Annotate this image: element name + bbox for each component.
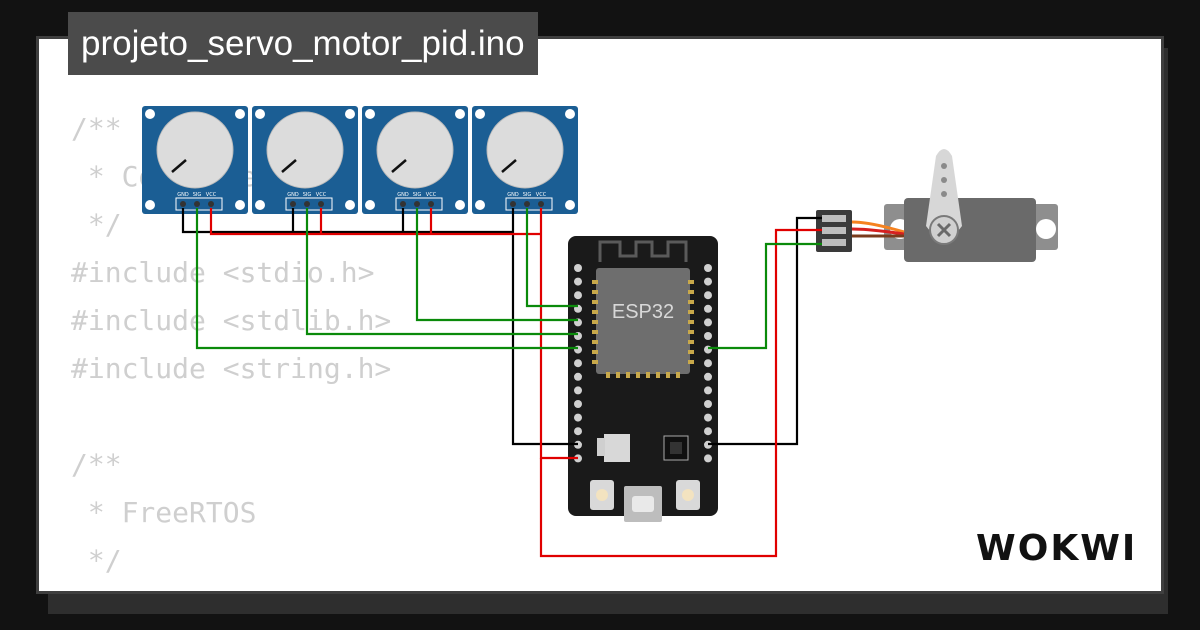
header-pin[interactable]	[574, 277, 582, 286]
wires	[181, 208, 822, 558]
header-pin[interactable]	[704, 332, 712, 340]
pot-pin-label: GND	[177, 192, 189, 198]
pot-pin-label: SIG	[523, 192, 532, 198]
close-icon	[936, 222, 952, 238]
voltage-regulator	[604, 434, 630, 462]
pot-pin-label: SIG	[413, 192, 422, 198]
header-pins	[574, 264, 712, 463]
header-pin[interactable]	[704, 291, 712, 300]
code-line: #include <string.h>	[71, 352, 392, 385]
header-pin[interactable]	[704, 372, 712, 381]
pot-pin-label: GND	[287, 192, 299, 198]
code-line: * FreeRTOS	[71, 496, 257, 529]
potentiometer[interactable]: GND SIG VCC	[362, 106, 468, 214]
header-pin[interactable]	[704, 277, 712, 286]
potentiometer[interactable]: GND SIG VCC	[472, 106, 578, 214]
pot-pin-label: GND	[507, 192, 519, 198]
header-pin[interactable]	[704, 264, 712, 272]
pot-pin-label: SIG	[303, 192, 312, 198]
header-pin[interactable]	[704, 359, 712, 368]
project-filename-tab[interactable]: projeto_servo_motor_pid.ino	[68, 12, 538, 75]
pot-pin-label: VCC	[316, 192, 327, 198]
pot-pin-label: VCC	[536, 192, 547, 198]
header-pin[interactable]	[704, 427, 712, 436]
pot-pin-label: SIG	[193, 192, 202, 198]
esp32-chip-label: ESP32	[612, 301, 674, 323]
module-castellation	[592, 280, 694, 378]
header-pin[interactable]	[574, 386, 582, 395]
code-line: /**	[71, 448, 122, 481]
code-line: */	[71, 208, 122, 241]
header-pin[interactable]	[574, 413, 582, 422]
code-line: /**	[71, 112, 122, 145]
code-line: #include <stdio.h>	[71, 256, 375, 289]
potentiometer-group: GND SIG VCC GND SIG VCC GND SIG VCC GND SIG VCC	[142, 106, 578, 214]
header-pin[interactable]	[574, 345, 582, 354]
knob-indicator	[171, 159, 187, 173]
pot-pin-label: VCC	[426, 192, 437, 198]
potentiometer[interactable]: GND SIG VCC	[142, 106, 248, 214]
header-pin[interactable]	[574, 372, 582, 381]
header-pin[interactable]	[704, 400, 712, 408]
header-pin[interactable]	[704, 345, 712, 354]
header-pin[interactable]	[574, 427, 582, 436]
code-line: */	[71, 544, 122, 577]
potentiometer[interactable]: GND SIG VCC	[252, 106, 358, 214]
header-pin[interactable]	[704, 386, 712, 395]
header-pin[interactable]	[704, 304, 712, 313]
header-pin[interactable]	[704, 454, 712, 463]
pot-pin-label: VCC	[206, 192, 217, 198]
header-pin[interactable]	[574, 291, 582, 300]
antenna-icon	[598, 240, 688, 262]
wokwi-logo: WOKWI	[976, 528, 1138, 569]
knob-indicator	[281, 159, 297, 173]
header-pin[interactable]	[704, 318, 712, 327]
header-pin[interactable]	[574, 264, 582, 272]
header-pin[interactable]	[704, 413, 712, 422]
esp32-board[interactable]: ESP32	[568, 236, 718, 522]
knob-indicator	[501, 159, 517, 173]
servo-motor[interactable]	[816, 149, 1058, 262]
header-pin[interactable]	[574, 400, 582, 408]
esp32-module	[596, 268, 690, 374]
pot-pin-label: GND	[397, 192, 409, 198]
knob-indicator	[391, 159, 407, 173]
header-pin[interactable]	[574, 359, 582, 368]
